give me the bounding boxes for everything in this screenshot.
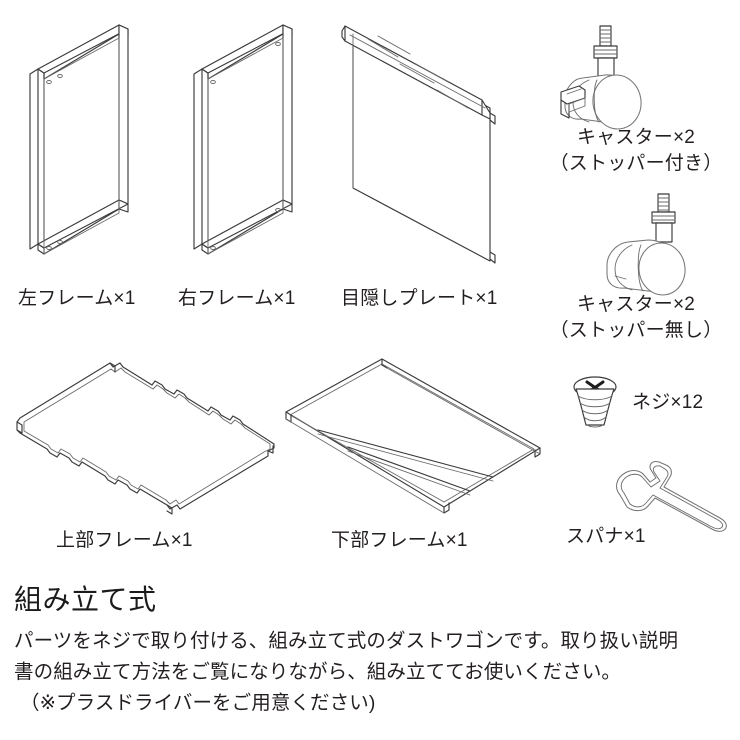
left-frame-icon bbox=[29, 24, 129, 255]
spanner-figure bbox=[608, 456, 736, 534]
upper-frame-figure bbox=[12, 352, 282, 520]
lower-frame-figure bbox=[278, 352, 548, 520]
right-frame-figure bbox=[182, 16, 347, 264]
spanner-icon bbox=[616, 461, 727, 533]
left-frame-label: 左フレーム×1 bbox=[18, 288, 136, 309]
lower-frame-icon bbox=[285, 358, 541, 514]
upper-frame-icon bbox=[16, 362, 275, 515]
screw-label: ネジ×12 bbox=[632, 392, 704, 413]
left-frame-figure bbox=[18, 16, 183, 264]
cover-plate-label: 目隠しプレート×1 bbox=[341, 288, 498, 309]
spanner-label: スパナ×1 bbox=[566, 526, 646, 547]
right-frame-label: 右フレーム×1 bbox=[178, 288, 296, 309]
assembly-body-text: パーツをネジで取り付ける、組み立て式のダストワゴンです。取り扱い説明 書の組み立… bbox=[14, 626, 730, 719]
assembly-description-block: 組み立て式 パーツをネジで取り付ける、組み立て式のダストワゴンです。取り扱い説明… bbox=[14, 583, 730, 719]
assembly-body-line-1: パーツをネジで取り付ける、組み立て式のダストワゴンです。取り扱い説明 bbox=[14, 630, 679, 652]
cover-plate-figure bbox=[338, 12, 518, 272]
caster-without-stopper-label-line2: （ストッパー無し） bbox=[549, 320, 723, 341]
assembly-heading: 組み立て式 bbox=[14, 584, 157, 615]
caster-icon bbox=[560, 25, 642, 130]
caster-without-stopper-figure bbox=[592, 190, 712, 300]
caster-with-stopper-label-line2: （ストッパー付き） bbox=[549, 153, 723, 174]
screw-icon bbox=[573, 376, 617, 428]
caster-with-stopper-label-line1: キャスター×2 bbox=[576, 127, 696, 148]
assembly-body-line-2: 書の組み立て方法をご覧になりながら、組み立ててお使いください。 bbox=[14, 661, 622, 683]
caster-icon bbox=[606, 193, 686, 296]
assembly-body-line-3: （※プラスドライバーをご用意ください) bbox=[20, 692, 376, 714]
lower-frame-label: 下部フレーム×1 bbox=[331, 530, 468, 551]
right-frame-icon bbox=[193, 24, 293, 255]
caster-with-stopper-figure bbox=[545, 20, 670, 135]
caster-without-stopper-label-line1: キャスター×2 bbox=[576, 294, 696, 315]
caster-with-stopper-label: キャスター×2 （ストッパー付き） bbox=[536, 125, 736, 177]
cover-plate-icon bbox=[341, 25, 496, 264]
caster-without-stopper-label: キャスター×2 （ストッパー無し） bbox=[536, 292, 736, 344]
upper-frame-label: 上部フレーム×1 bbox=[56, 530, 193, 551]
screw-figure bbox=[566, 374, 624, 430]
